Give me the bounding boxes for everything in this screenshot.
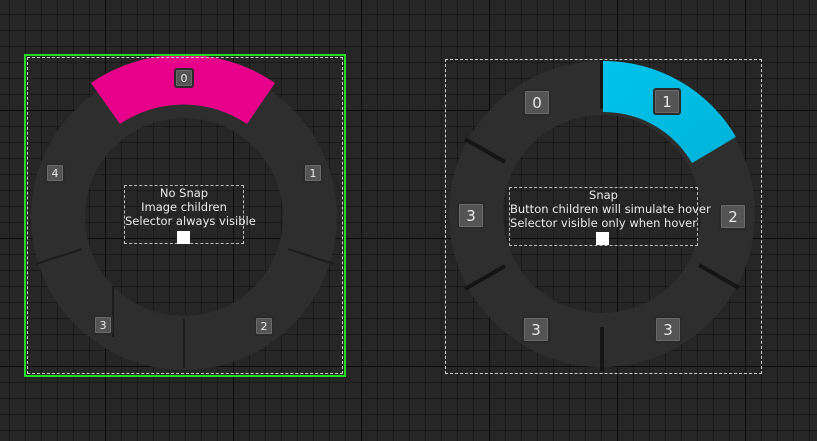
segment-label: 0	[532, 93, 542, 112]
segment-badge-4[interactable]: 4	[45, 163, 65, 183]
selector-marker	[596, 232, 609, 245]
caption-box: Snap Button children will simulate hover…	[509, 187, 711, 246]
segment-label: 2	[260, 319, 268, 333]
caption-line: Button children will simulate hover	[510, 202, 711, 216]
segment-label: 3	[466, 206, 476, 225]
caption-line: Selector visible only when hover	[510, 216, 697, 230]
ring-separator	[698, 263, 740, 290]
segment-badge-3[interactable]: 3	[93, 315, 113, 335]
segment-label: 3	[99, 318, 107, 332]
caption-line: No Snap	[159, 186, 209, 200]
segment-badge-2[interactable]: 2	[254, 316, 274, 336]
selector-marker	[177, 231, 190, 244]
radial-menu-snap[interactable]: 0 1 2 3 3 3 Snap Button children will si…	[445, 59, 762, 374]
ring-separator	[464, 264, 506, 291]
caption-line: Selector always visible	[125, 214, 256, 228]
segment-badge-3[interactable]: 3	[654, 316, 682, 343]
segment-label: 0	[180, 71, 188, 85]
ring-separator	[287, 248, 335, 265]
caption-line: Snap	[589, 188, 618, 202]
segment-label: 4	[51, 166, 59, 180]
segment-badge-0[interactable]: 0	[174, 68, 194, 88]
segment-badge-1[interactable]: 1	[653, 88, 681, 115]
ring-separator	[35, 248, 83, 265]
segment-label: 3	[531, 320, 541, 339]
radial-menu-no-snap[interactable]: 0 1 2 3 4 No Snap Image children Selecto…	[24, 54, 346, 377]
widget-bounds	[27, 57, 343, 374]
segment-label: 1	[662, 92, 672, 111]
segment-badge-2[interactable]: 2	[719, 203, 747, 230]
caption-box: No Snap Image children Selector always v…	[124, 185, 256, 244]
selection-outline	[24, 54, 346, 377]
segment-label: 3	[663, 320, 673, 339]
segment-label: 2	[728, 207, 738, 226]
segment-badge-1[interactable]: 1	[303, 163, 323, 183]
segment-label: 1	[309, 166, 317, 180]
selector-arc-highlight	[91, 54, 275, 124]
ring-separator	[464, 137, 506, 164]
caption-line: Image children	[141, 200, 227, 214]
segment-badge-4[interactable]: 3	[522, 316, 550, 343]
segment-badge-0[interactable]: 0	[523, 89, 551, 116]
segment-badge-5[interactable]: 3	[457, 202, 485, 229]
radial-ring	[31, 54, 337, 370]
widget-bounds	[445, 59, 762, 374]
